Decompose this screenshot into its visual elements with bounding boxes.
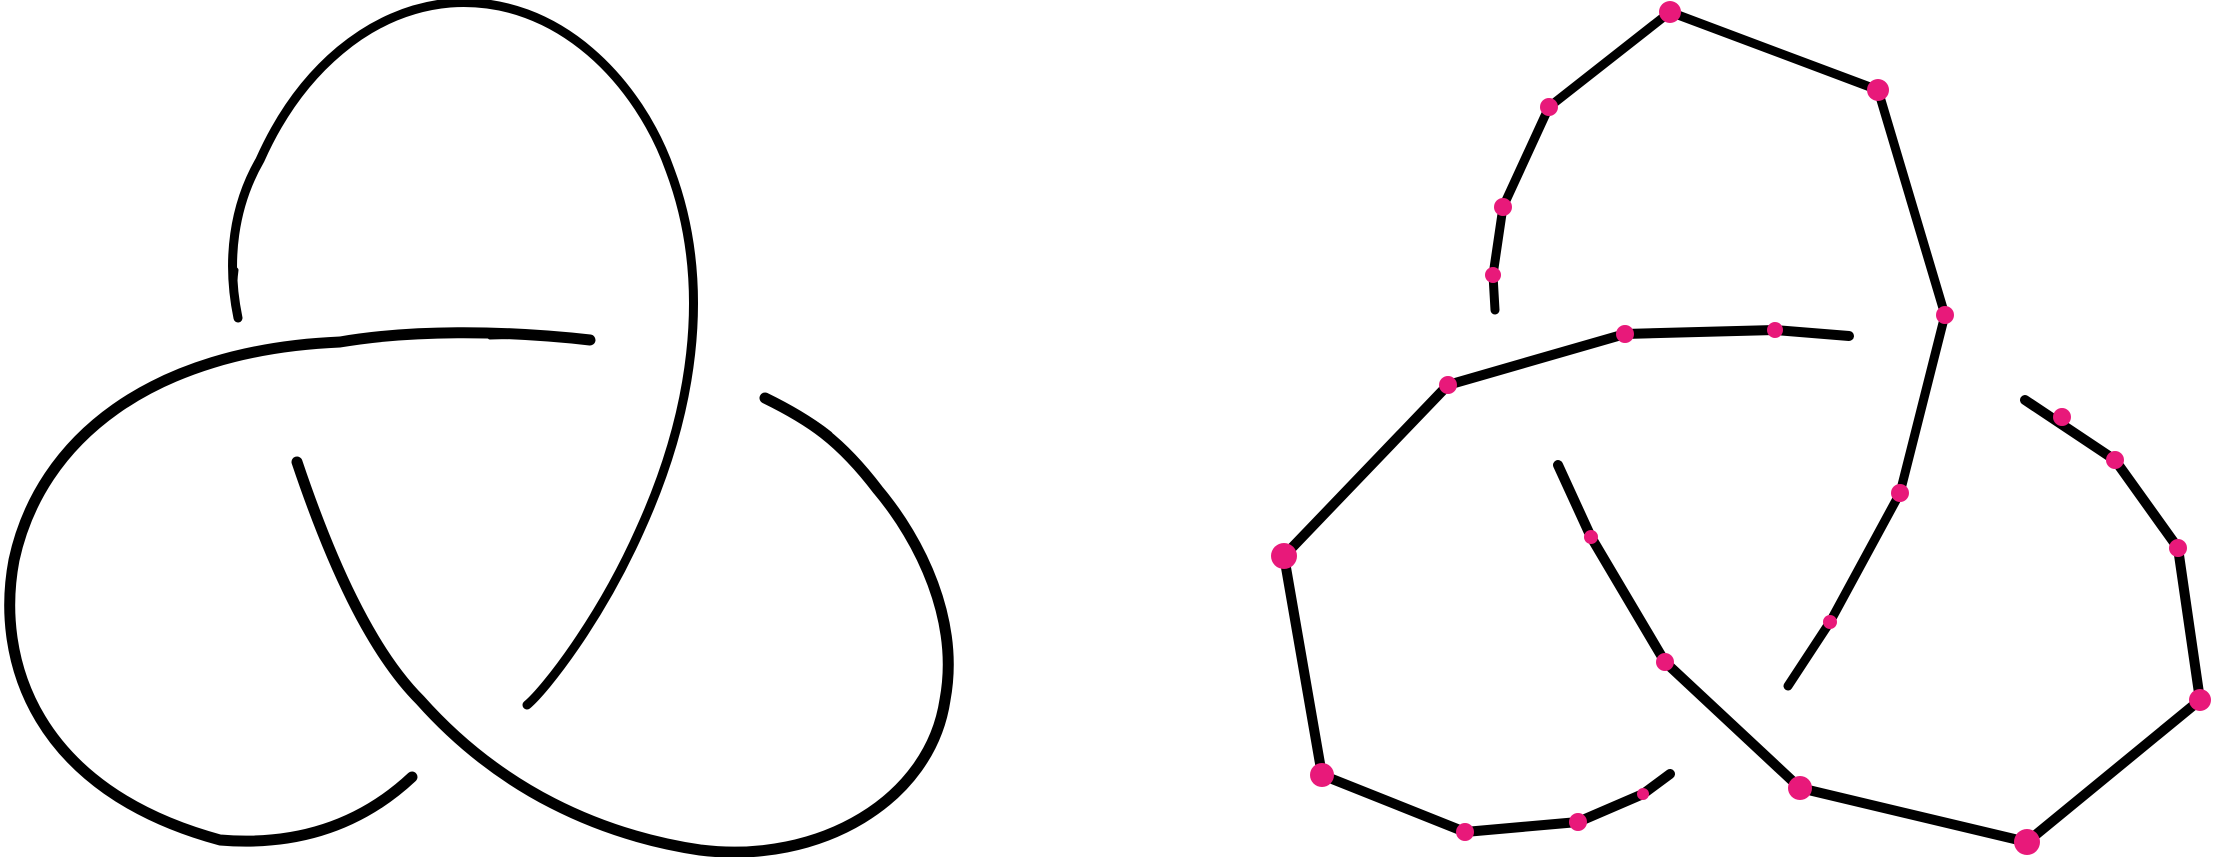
vertex-marker: [2014, 829, 2040, 855]
vertex-marker: [1616, 325, 1634, 343]
vertex-marker: [1867, 79, 1889, 101]
vertex-marker: [1485, 267, 1501, 283]
vertex-marker: [1456, 823, 1474, 841]
poly-strand-c: [1553, 395, 2205, 847]
smooth-strand-outer-loop: [4, 327, 596, 847]
vertex-marker: [2106, 451, 2124, 469]
smooth-strand-tip-upper-mid: [487, 333, 593, 343]
smooth-strand-tip-right: [762, 395, 833, 437]
vertex-marker: [1439, 376, 1457, 394]
vertex-marker: [1271, 543, 1297, 569]
smooth-strand-top-lobe: [228, 0, 698, 710]
polygonal-knot-panel: [1271, 1, 2211, 855]
vertex-marker: [1767, 322, 1783, 338]
vertex-marker: [1891, 484, 1909, 502]
polygon-vertices: [1271, 1, 2211, 855]
vertex-marker: [1823, 615, 1837, 629]
vertex-marker: [1494, 198, 1512, 216]
vertex-marker: [1637, 788, 1649, 800]
vertex-marker: [1788, 776, 1812, 800]
vertex-marker: [1310, 763, 1334, 787]
smooth-strand-lower-loop: [291, 392, 954, 857]
vertex-marker: [1584, 530, 1598, 544]
vertex-marker: [1659, 1, 1681, 23]
vertex-marker: [2169, 539, 2187, 557]
polygon-edges: [1279, 7, 2205, 847]
vertex-marker: [1540, 98, 1558, 116]
vertex-marker: [1569, 813, 1587, 831]
vertex-marker: [2189, 689, 2211, 711]
smooth-strand-tip-top-left: [232, 267, 241, 321]
poly-strand-a: [1488, 7, 1950, 691]
vertex-marker: [2053, 408, 2071, 426]
vertex-marker: [1656, 653, 1674, 671]
smooth-knot-panel: [4, 0, 954, 857]
vertex-marker: [1936, 306, 1954, 324]
poly-strand-b: [1279, 325, 1854, 837]
